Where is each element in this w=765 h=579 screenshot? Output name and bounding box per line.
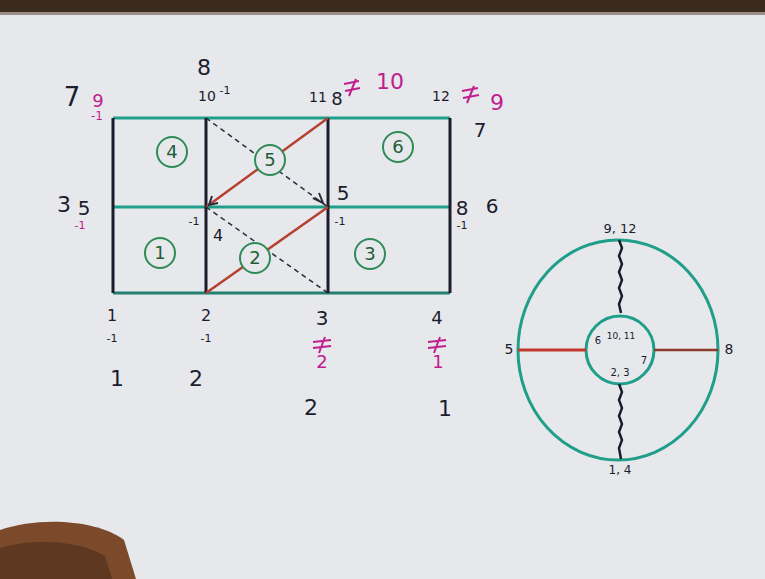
vertex-number: -1 [107,333,118,345]
vertex-number: 3 [57,193,71,217]
vertex-number: 8 [197,56,211,80]
vertex-number: 10 [198,89,216,104]
grid-inner-line [327,118,330,293]
cell-number: 5 [264,151,275,169]
vertex-number: -1 [201,333,212,345]
diagonal-solid [206,118,328,207]
diagonal-solid [206,207,328,293]
vertex-number: 7 [64,83,81,112]
vertex-number: 5 [505,342,514,357]
vertex-number: 2 [316,352,327,372]
vertex-number: -1 [91,110,103,123]
diagonal-dashed [206,118,328,207]
vertex-number: 1 [438,397,452,421]
outer-circle [518,240,718,460]
vertex-number: 6 [486,195,499,217]
vertex-number: -1 [189,216,200,228]
radial-line [619,384,622,459]
vertex-number: 4 [213,227,223,245]
arrow-head [313,193,323,203]
finger-shadow [0,542,112,579]
vertex-number: -1 [335,216,346,228]
cell-number-circle: 2 [239,242,271,274]
vertex-number: 5 [337,182,350,204]
inner-circle [586,316,654,384]
vertex-number: 8 [456,197,469,219]
top-frame-bar [0,0,765,12]
grid-right-edge [449,118,452,293]
vertex-number: 7 [641,355,647,366]
finger-shape [0,522,136,579]
cell-number: 4 [166,143,177,161]
vertex-number: 1 [107,307,117,325]
vertex-number: 9 [92,91,103,111]
vertex-number: 2 [201,307,211,325]
vertex-number: 5 [78,197,91,219]
radial-line [619,240,622,313]
cell-number-circle: 3 [354,238,386,270]
cell-number: 6 [392,138,403,156]
grid-mid-line [113,206,450,209]
vertex-number: 12 [432,89,450,104]
cell-number-circle: 5 [254,144,286,176]
cell-number-circle: 4 [156,136,188,168]
vertex-number: 10, 11 [607,332,636,342]
grid-bottom-edge [113,292,450,295]
vertex-number: 1 [432,352,443,372]
diagonal-dashed [206,207,328,293]
vertex-number: 3 [316,307,329,329]
vertex-number: 11 [309,90,327,105]
frame-edge [0,12,765,15]
vertex-number: -1 [220,85,231,97]
cell-number-circle: 1 [144,237,176,269]
vertex-number: -1 [457,220,468,232]
radial-line [654,349,718,352]
vertex-number: 8 [331,89,342,109]
cell-number-circle: 6 [382,131,414,163]
arrow-head [209,196,218,205]
cell-number: 1 [154,244,165,262]
radial-line [518,349,586,352]
vertex-number: 9 [490,91,504,115]
grid-left-edge [112,118,115,293]
cell-number: 3 [364,245,375,263]
vertex-number: 6 [595,335,601,346]
vertex-number: 2 [304,396,318,420]
vertex-number: 9, 12 [603,222,636,236]
strike-mark [428,337,446,353]
strike-mark [462,86,479,103]
vertex-number: 2, 3 [610,367,629,378]
vertex-number: 10 [376,70,404,94]
strike-mark [313,337,331,353]
vertex-number: 7 [474,119,487,141]
vertex-number: -1 [75,220,86,232]
vertex-number: 8 [725,342,734,357]
grid-top-edge [113,117,450,120]
vertex-number: 1 [110,367,124,391]
vertex-number: 4 [431,308,442,328]
strike-mark [344,79,360,96]
vertex-number: 2 [189,367,203,391]
vertex-number: 1, 4 [609,464,632,477]
cell-number: 2 [249,249,260,267]
